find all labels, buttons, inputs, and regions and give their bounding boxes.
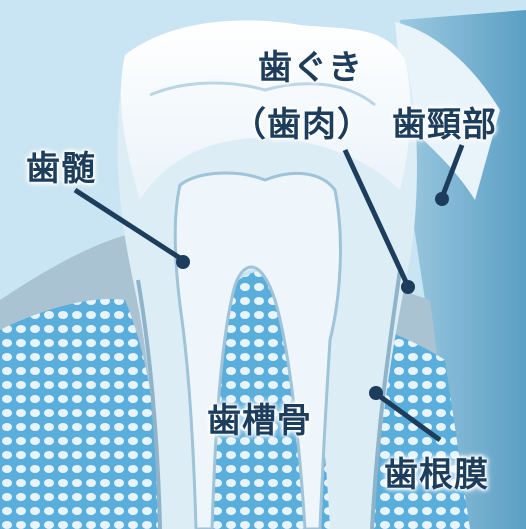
label-neck: 歯頸部 [392,97,497,146]
label-gum-line1: 歯ぐき [258,40,363,89]
label-pulp: 歯髄 [26,141,96,190]
label-alveolar-bone: 歯槽骨 [207,393,312,442]
label-gum-line2: （歯肉） [232,97,372,146]
label-periodontal-ligament: 歯根膜 [384,447,489,496]
